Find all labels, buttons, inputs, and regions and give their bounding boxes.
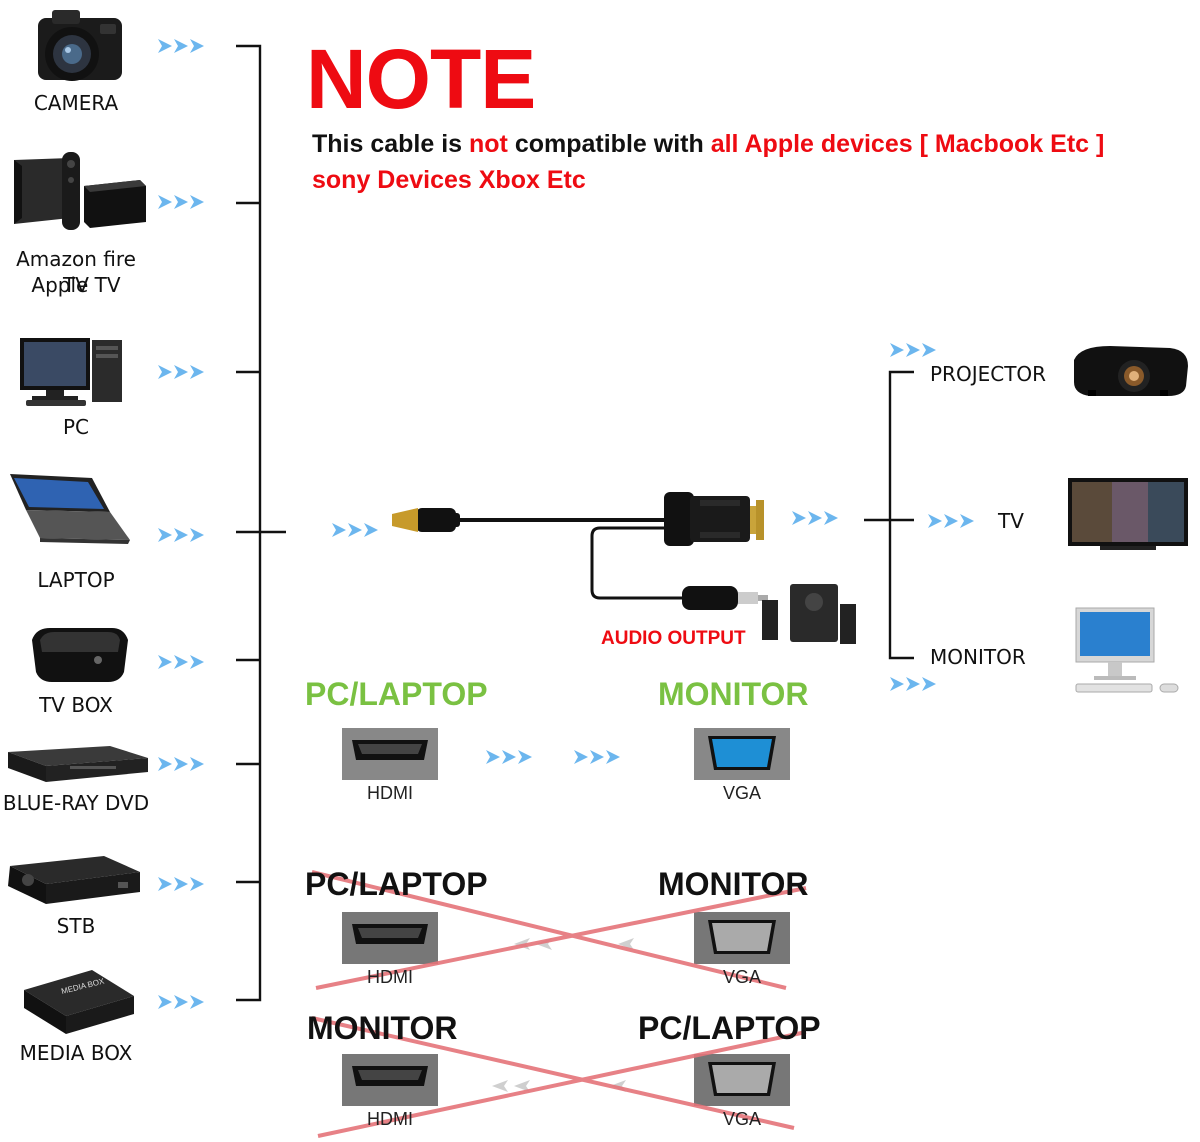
arrow-icon — [158, 995, 204, 1009]
streaming-box-icon — [14, 152, 146, 230]
vga-plug-icon — [664, 492, 764, 546]
note-line-1: This cable is not compatible with all Ap… — [312, 130, 1105, 158]
source-label-bluray-dvd: BLUE-RAY DVD — [2, 791, 150, 815]
note-title: NOTE — [306, 32, 536, 126]
bluray-player-icon — [8, 746, 148, 782]
desktop-pc-icon — [20, 338, 122, 406]
tv-icon — [1068, 478, 1188, 550]
compat-2-from-port: HDMI — [367, 967, 413, 987]
target-label-projector: PROJECTOR — [930, 362, 1047, 386]
arrow-icon — [158, 877, 204, 891]
monitor-icon — [1075, 607, 1179, 693]
tv-box-icon — [32, 628, 128, 682]
source-label-pc: PC — [62, 415, 90, 439]
arrow-icon — [890, 677, 936, 691]
compat-1-from-title: PC/LAPTOP — [305, 676, 488, 712]
audio-output-label: AUDIO OUTPUT — [601, 628, 746, 649]
vga-port-icon — [694, 728, 790, 780]
source-label-amazon-fire-tv: Amazon fire TV — [16, 247, 136, 297]
audio-jack-icon — [682, 586, 768, 610]
source-bracket — [236, 44, 286, 1002]
arrow-icon — [158, 655, 204, 669]
projector-icon — [1074, 346, 1188, 396]
arrow-icon — [158, 757, 204, 771]
vga-port-icon — [694, 1054, 790, 1106]
compat-row-3-graphics — [311, 1016, 807, 1138]
arrow-icon — [890, 343, 936, 357]
source-label-stb: STB — [56, 914, 96, 938]
compat-1-to-port: VGA — [722, 783, 761, 803]
hdmi-port-icon — [342, 728, 438, 780]
speakers-icon — [762, 584, 856, 644]
target-label-tv: TV — [998, 509, 1024, 533]
hdmi-port-icon — [342, 912, 438, 964]
compat-1-to-title: MONITOR — [658, 676, 809, 712]
target-label-monitor: MONITOR — [930, 645, 1026, 669]
arrow-icon — [928, 514, 974, 528]
laptop-icon — [10, 474, 130, 544]
compat-2-to-title: MONITOR — [658, 866, 809, 902]
arrow-icon — [158, 195, 204, 209]
source-label-camera: CAMERA — [33, 91, 119, 115]
arrow-icon — [158, 528, 204, 542]
arrow-icon — [574, 750, 620, 764]
hdmi-vga-cable — [392, 492, 768, 610]
compat-2-from-title: PC/LAPTOP — [305, 866, 488, 902]
compat-3-from-title: MONITOR — [307, 1010, 458, 1046]
compat-row-1-graphics — [342, 728, 790, 780]
compat-2-to-port: VGA — [722, 967, 761, 987]
compat-3-to-title: PC/LAPTOP — [638, 1010, 821, 1046]
hdmi-port-icon — [342, 1054, 438, 1106]
hdmi-plug-icon — [392, 508, 460, 532]
cross-out-icon — [311, 870, 807, 990]
source-label-tv-box: TV BOX — [39, 693, 113, 717]
compat-3-to-port: VGA — [722, 1109, 761, 1129]
arrow-icon — [332, 523, 378, 537]
arrow-icon — [792, 511, 838, 525]
arrow-icon — [158, 39, 204, 53]
set-top-box-icon — [8, 856, 140, 904]
source-label-media-box: MEDIA BOX — [19, 1041, 133, 1065]
vga-port-icon — [694, 912, 790, 964]
source-label-apple-tv: Apple TV — [31, 273, 121, 297]
compat-row-2-graphics — [311, 870, 807, 990]
media-box-icon: MEDIA BOX — [24, 970, 134, 1034]
compat-1-from-port: HDMI — [367, 783, 413, 803]
camera-icon — [38, 10, 122, 81]
source-label-laptop: LAPTOP — [37, 568, 115, 592]
compat-3-from-port: HDMI — [367, 1109, 413, 1129]
target-bracket — [864, 370, 914, 660]
note-line-2: sony Devices Xbox Etc — [312, 166, 586, 194]
arrow-icon — [486, 750, 532, 764]
cross-out-icon — [311, 1016, 807, 1138]
arrow-icon — [158, 365, 204, 379]
note-text: This cable is not compatible with all Ap… — [312, 126, 1104, 198]
